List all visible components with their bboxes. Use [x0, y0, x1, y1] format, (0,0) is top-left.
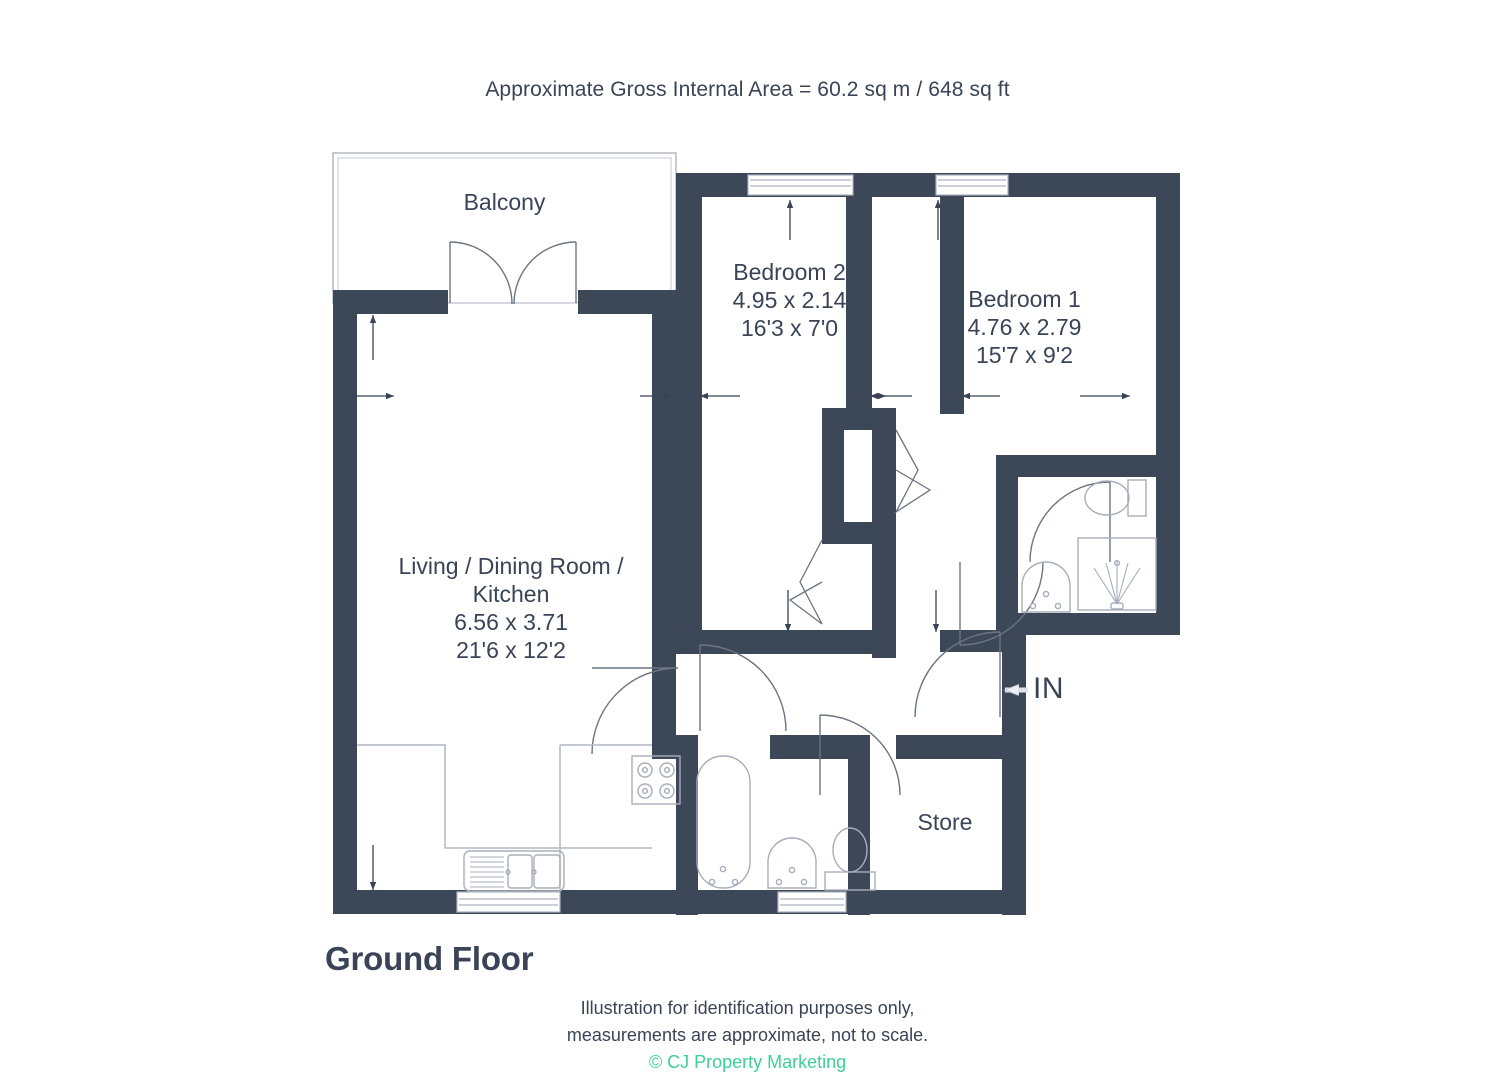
toilet-icon [824, 827, 876, 891]
room-label-bedroom-1: Bedroom 1 4.76 x 2.79 15'7 x 9'2 [908, 285, 1141, 369]
door-swings [591, 481, 1111, 796]
basin-icon [767, 837, 817, 889]
shower-icon [1077, 537, 1157, 611]
disclaimer-line-2: measurements are approximate, not to sca… [566, 1025, 929, 1045]
living-room-name-line2: Kitchen [472, 581, 550, 608]
disclaimer-footer: Illustration for identification purposes… [0, 995, 1495, 1076]
room-label-bedroom-2: Bedroom 2 4.95 x 2.14 16'3 x 7'0 [672, 258, 907, 342]
bathtub-icon [696, 755, 751, 889]
hob-icon [631, 755, 681, 805]
disclaimer-line-1: Illustration for identification purposes… [580, 998, 915, 1018]
ensuite-basin-icon [1021, 561, 1071, 613]
living-room-metric: 6.56 x 3.71 [454, 609, 568, 636]
copyright-text: © CJ Property Marketing [648, 1052, 847, 1072]
room-label-balcony: Balcony [463, 189, 546, 215]
bedroom-2-imperial: 16'3 x 7'0 [740, 315, 839, 342]
bedroom-1-name: Bedroom 1 [968, 286, 1081, 312]
balcony-outline [332, 152, 677, 304]
kitchen-sink-icon [463, 850, 565, 892]
windows [456, 174, 1009, 913]
bedroom-1-metric: 4.76 x 2.79 [967, 314, 1082, 341]
bedroom-2-name: Bedroom 2 [733, 259, 846, 285]
living-room-imperial: 21'6 x 12'2 [456, 637, 566, 664]
living-room-name-line1: Living / Dining Room / [398, 553, 624, 579]
bedroom-2-metric: 4.95 x 2.14 [732, 287, 847, 314]
room-label-living-dining-kitchen: Living / Dining Room / Kitchen 6.56 x 3.… [348, 552, 674, 664]
room-label-store: Store [917, 809, 973, 835]
kitchen-counter-outline [357, 744, 652, 890]
cupboard-bifold-doors [788, 429, 932, 625]
gross-internal-area-text: Approximate Gross Internal Area = 60.2 s… [485, 78, 1010, 101]
floor-title: Ground Floor [325, 940, 534, 977]
ensuite-toilet-icon [1084, 479, 1147, 517]
dimension-arrows [352, 200, 1130, 890]
balcony-double-doors [449, 241, 577, 305]
bedroom-1-imperial: 15'7 x 9'2 [975, 342, 1074, 369]
entrance-label: IN [1033, 672, 1064, 705]
